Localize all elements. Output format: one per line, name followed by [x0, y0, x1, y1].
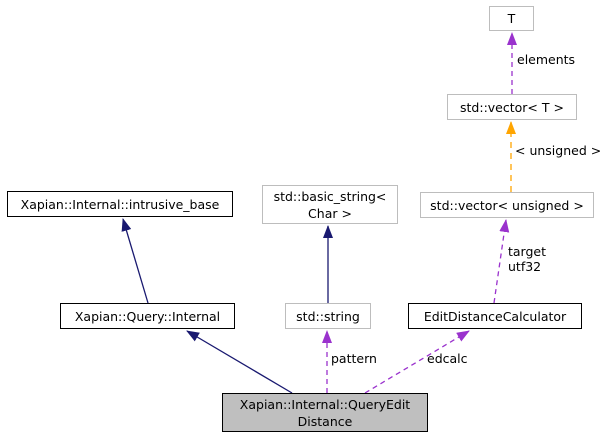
node-query-edit-distance: Xapian::Internal::QueryEdit Distance: [222, 393, 428, 432]
edge-label-pattern: pattern: [331, 351, 377, 366]
node-edit-distance-calculator[interactable]: EditDistanceCalculator: [408, 303, 582, 329]
node-label: Xapian::Query::Internal: [74, 308, 221, 324]
node-label: T: [507, 11, 516, 26]
node-label: Xapian::Internal::intrusive_base: [20, 196, 220, 212]
edge-label-template-unsigned: < unsigned >: [515, 143, 602, 158]
edge-label-edcalc: edcalc: [427, 351, 468, 366]
node-std-vector-unsigned: std::vector< unsigned >: [420, 192, 594, 218]
node-std-vector-t: std::vector< T >: [447, 94, 577, 120]
node-label: EditDistanceCalculator: [423, 308, 567, 324]
edge-target-utf32: [493, 219, 510, 304]
edge-inherit-intrusive-base: [121, 218, 149, 304]
node-std-string: std::string: [285, 303, 371, 329]
node-query-internal[interactable]: Xapian::Query::Internal: [60, 303, 235, 329]
edge-inherit-query-internal: [186, 330, 293, 394]
node-label: Xapian::Internal::QueryEdit Distance: [239, 396, 411, 429]
node-label: std::vector< T >: [460, 99, 564, 115]
node-label: std::basic_string< Char >: [273, 188, 387, 221]
node-std-basic-string: std::basic_string< Char >: [262, 185, 398, 224]
node-label: std::vector< unsigned >: [430, 197, 584, 213]
node-intrusive-base[interactable]: Xapian::Internal::intrusive_base: [7, 191, 233, 217]
edge-label-target-utf32: target utf32: [508, 244, 547, 274]
edge-edcalc: [364, 330, 470, 394]
node-label: std::string: [296, 308, 360, 324]
node-t: T: [489, 6, 534, 31]
edge-label-elements: elements: [517, 52, 576, 67]
